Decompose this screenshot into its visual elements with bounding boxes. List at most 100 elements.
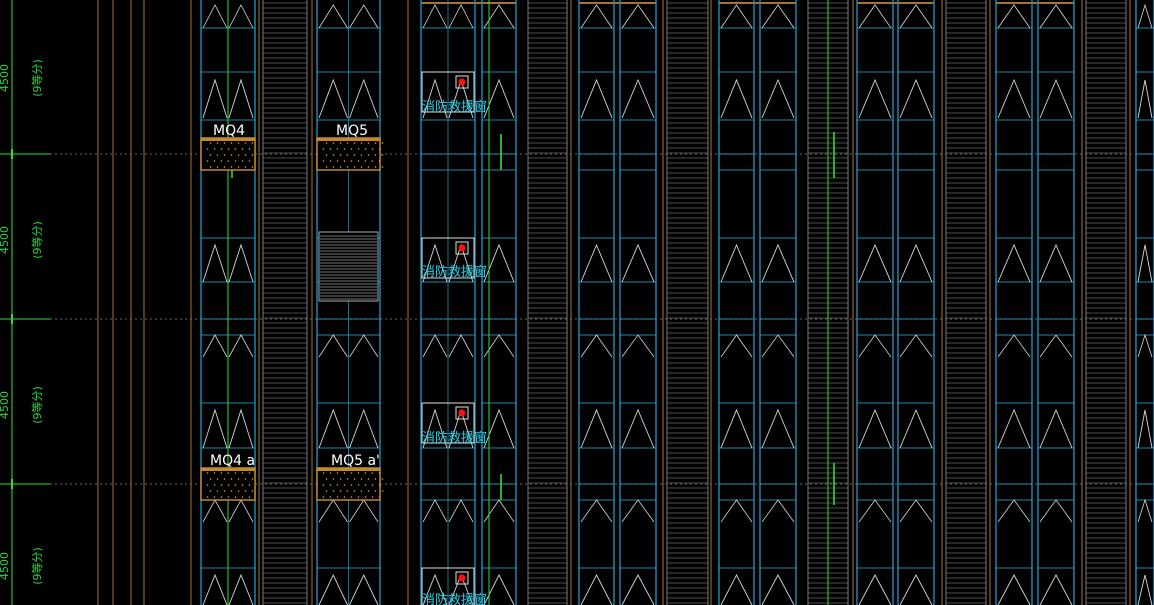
panel-hatch-dot [343,472,346,474]
sash-triangle-small [720,4,753,29]
panel-hatch-dot [371,496,374,498]
panel-hatch-dot [213,496,216,498]
panel-hatch-dot [216,478,219,480]
dimension-value: 4500 [0,552,11,580]
panel-hatch-dot [367,142,370,144]
panel-hatch-dot [223,166,226,168]
panel-hatch-dot [381,490,384,492]
sash-triangle-small [1039,499,1073,523]
panel-tag-mq4a[interactable]: MQ4 a [210,453,255,469]
panel-hatch-dot [322,148,325,150]
dimension-note: (9等分) [30,221,44,259]
panel-hatch-dot [339,490,342,492]
sash-triangle [580,243,613,283]
panel-tag-mq5a[interactable]: MQ5 a' [331,453,380,469]
sash-triangle-small [422,334,448,358]
panel-hatch-dot [364,160,367,162]
panel-hatch-dot [353,154,356,156]
sash-triangle [349,408,379,449]
sash-triangle [228,573,254,605]
panel-hatch-dot [223,478,226,480]
panel-tag-mq5[interactable]: MQ5 [336,123,368,139]
panel-hatch-dot [241,148,244,150]
panel-hatch-dot [325,142,328,144]
panel-hatch-dot [339,142,342,144]
sash-triangle-small [997,4,1031,29]
sash-triangle-small [318,4,348,29]
sash-triangle-small [997,334,1031,358]
rescue-window-label[interactable]: 消防救援窗 [422,592,487,605]
sash-triangle-small [349,334,379,358]
panel-hatch-dot [230,166,233,168]
panel-hatch-dot [353,166,356,168]
panel-layer [200,137,384,501]
panel-hatch-dot [248,496,251,498]
panel-hatch-dot [234,496,237,498]
rescue-window-label[interactable]: 消防救援窗 [422,99,487,115]
sash-triangle [1137,574,1153,605]
sash-triangle-small [899,334,933,358]
sash-triangle [1039,574,1073,605]
panel-hatch-dot [244,490,247,492]
panel-hatch-dot [346,142,349,144]
sash-triangle-small [1137,3,1153,29]
sash-triangle-small [448,499,474,523]
panel-hatch-dot [364,148,367,150]
mullion-layer [200,0,1154,605]
panel-hatch-dot [227,160,230,162]
panel-hatch-dot [220,496,223,498]
panel-hatch-dot [371,484,374,486]
panel-hatch-dot [325,154,328,156]
sash-triangle [422,243,448,283]
panel-hatch-dot [251,490,254,492]
rescue-window-label[interactable]: 消防救援窗 [422,264,487,280]
panel-hatch-dot [322,160,325,162]
panel-hatch-dot [329,160,332,162]
sash-triangle [899,408,933,449]
panel-hatch-dot [339,478,342,480]
panel-hatch-dot [244,142,247,144]
glass-triangle-layer [202,3,1153,605]
sash-triangle [858,243,892,283]
panel-hatch-dot [332,154,335,156]
panel-hatch-dot [329,472,332,474]
sash-triangle-small [858,499,892,523]
sash-triangle-small [202,4,228,29]
panel-hatch-dot [213,148,216,150]
panel-hatch-dot [357,496,360,498]
panel-hatch-dot [350,472,353,474]
panel-hatch-dot [371,148,374,150]
sash-triangle [621,78,655,119]
dimension-note: (9等分) [30,59,44,97]
panel-hatch-dot [209,142,212,144]
panel-tag-mq4[interactable]: MQ4 [213,123,245,139]
rescue-marker-box [455,75,469,89]
panel-hatch-dot [357,484,360,486]
axis-lines-layer [227,0,835,605]
sash-triangle [318,573,348,605]
rescue-marker-dot [458,574,466,582]
panel-hatch-dot [367,478,370,480]
sash-triangle-small [621,499,655,523]
panel-hatch-dot [251,142,254,144]
panel-hatch-dot [378,160,381,162]
grating-layer [262,0,1127,605]
panel-hatch-dot [332,490,335,492]
louvre-grille [318,231,379,302]
panel-hatch-dot [339,154,342,156]
sash-triangle-small [202,334,228,358]
sash-triangle-small [228,334,254,358]
panel-hatch-dot [350,160,353,162]
panel-hatch-dot [364,496,367,498]
panel-hatch-dot [371,472,374,474]
panel-hatch-dot [360,142,363,144]
sash-triangle [228,408,254,449]
sash-triangle [858,574,892,605]
panel-hatch-dot [378,472,381,474]
panel-hatch-dot [332,166,335,168]
panel-hatch-dot [353,478,356,480]
rescue-window-label[interactable]: 消防救援窗 [422,430,487,446]
panel-hatch-dot [378,148,381,150]
panel-hatch-dot [209,166,212,168]
